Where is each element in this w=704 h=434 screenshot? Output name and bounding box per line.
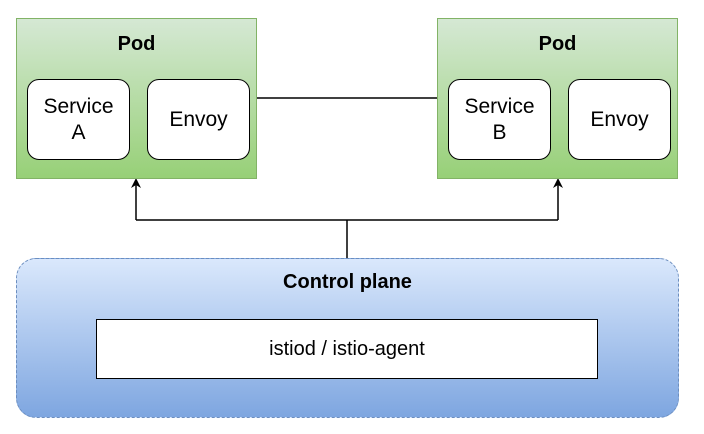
envoy-b-box: Envoy xyxy=(568,79,671,160)
service-b-box: Service B xyxy=(448,79,551,160)
service-b-label-line2: B xyxy=(492,120,507,144)
service-a-label-line1: Service xyxy=(43,94,114,118)
control-plane-title: Control plane xyxy=(283,271,412,293)
envoy-b-label: Envoy xyxy=(590,107,649,131)
pod-a: Pod Service A Envoy xyxy=(16,18,257,179)
pod-b: Pod Service B Envoy xyxy=(437,18,678,179)
control-plane: Control plane istiod / istio-agent xyxy=(16,258,679,418)
istiod-component-box: istiod / istio-agent xyxy=(96,319,598,379)
service-a-label-line2: A xyxy=(71,120,86,144)
envoy-a-box: Envoy xyxy=(147,79,250,160)
pod-title: Pod xyxy=(117,33,156,55)
pod-title: Pod xyxy=(538,33,577,55)
service-b-label-line1: Service xyxy=(464,94,535,118)
envoy-a-label: Envoy xyxy=(169,107,228,131)
service-a-box: Service A xyxy=(27,79,130,160)
istiod-component-label: istiod / istio-agent xyxy=(269,337,425,360)
